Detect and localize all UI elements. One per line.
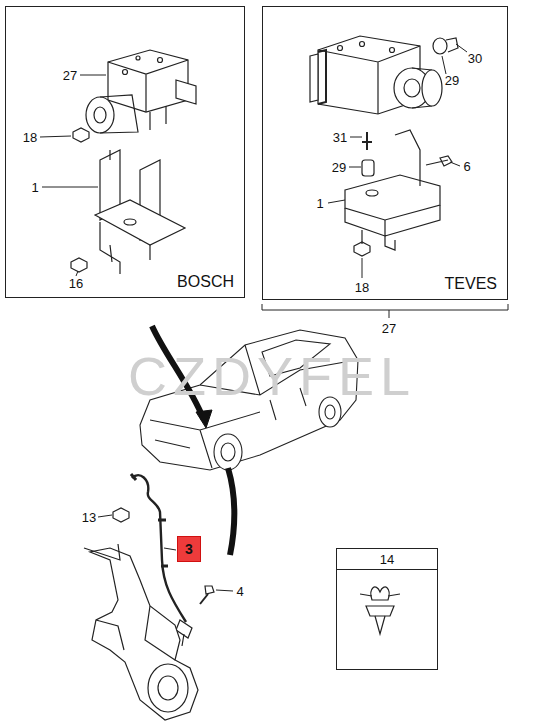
callout-number: 30 — [468, 51, 482, 66]
bosch-leaders — [40, 75, 106, 276]
callout-number: 6 — [463, 159, 470, 174]
callout-number: 27 — [63, 68, 77, 83]
steering-knuckle — [84, 544, 198, 720]
panel-heading: TEVES — [445, 275, 497, 293]
callout-number: 14 — [380, 552, 394, 567]
bosch-bracket — [95, 150, 185, 274]
small-fasteners — [113, 508, 214, 604]
callout-number: 18 — [23, 130, 37, 145]
supplier-panel: BOSCH — [5, 6, 245, 298]
callout-number: 31 — [333, 130, 347, 145]
callout-number: 27 — [382, 321, 396, 336]
bosch-fasteners — [71, 128, 89, 272]
callout-number: 13 — [82, 510, 96, 525]
watermark: CZDYFEL — [128, 345, 416, 407]
supplier-panel: TEVES — [262, 6, 508, 300]
bosch-abs-unit — [86, 50, 196, 133]
callout-number: 18 — [355, 280, 369, 295]
callout-number: 16 — [69, 276, 83, 291]
callout-number: 1 — [316, 196, 323, 211]
teves-bracket — [345, 130, 440, 250]
callout-number: 3 — [185, 541, 193, 557]
callout-number: 29 — [445, 73, 459, 88]
callout-number: 4 — [236, 584, 243, 599]
callout-number: 1 — [31, 180, 38, 195]
callout-number: 29 — [332, 160, 346, 175]
panel-heading: BOSCH — [177, 273, 234, 291]
teves-leaders — [328, 44, 467, 278]
teves-abs-unit — [310, 36, 458, 114]
header-rule — [337, 569, 437, 570]
highlighted-callout: 3 — [177, 536, 201, 562]
part-box: 14 — [336, 548, 438, 670]
teves-group-bracket — [262, 304, 508, 318]
teves-fasteners — [354, 132, 452, 256]
retaining-clip — [360, 587, 400, 634]
lower-leaders — [98, 515, 233, 591]
